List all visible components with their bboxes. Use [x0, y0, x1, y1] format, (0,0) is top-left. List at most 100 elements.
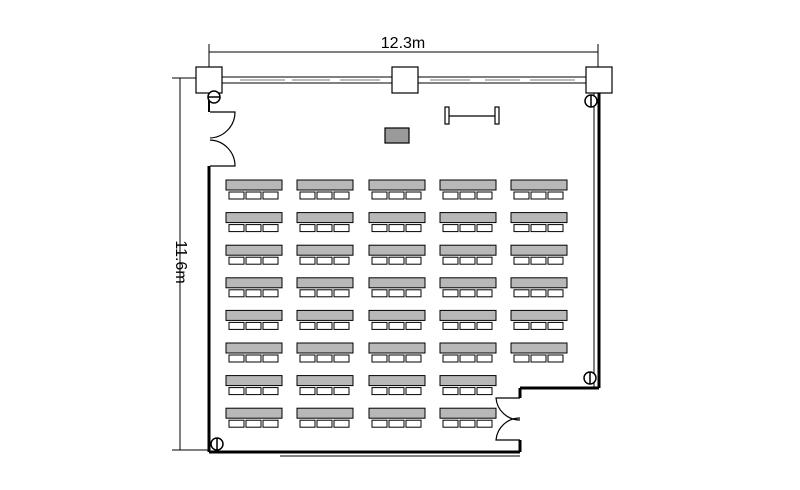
chair [405, 419, 422, 428]
chair [459, 387, 476, 396]
desk [510, 212, 568, 224]
desk [225, 309, 283, 321]
chair [333, 289, 350, 298]
chair [228, 224, 245, 233]
chair [459, 191, 476, 200]
chair [388, 191, 405, 200]
chair [405, 191, 422, 200]
table-row-2-col-1 [225, 212, 283, 233]
round-columns [207, 90, 598, 451]
desk [225, 179, 283, 191]
table-row-7-col-4 [439, 375, 497, 396]
chair [333, 354, 350, 363]
chair [405, 256, 422, 265]
chair [262, 387, 279, 396]
table-row-1-col-1 [225, 179, 283, 200]
desk [296, 212, 354, 224]
desk [368, 342, 426, 354]
seating-area [225, 179, 568, 428]
table-row-5-col-3 [368, 309, 426, 330]
walls [207, 76, 601, 457]
table-row-6-col-3 [368, 342, 426, 363]
desk [510, 244, 568, 256]
whiteboard [444, 106, 500, 125]
desk [510, 179, 568, 191]
desk [439, 212, 497, 224]
chair [476, 191, 493, 200]
desk [439, 309, 497, 321]
chair [245, 224, 262, 233]
desk [368, 407, 426, 419]
desk [296, 277, 354, 289]
desk [225, 342, 283, 354]
table-row-8-col-4 [439, 407, 497, 428]
chair [530, 256, 547, 265]
chair [513, 354, 530, 363]
desk [368, 309, 426, 321]
chair [299, 256, 316, 265]
height-label: 11.6m [172, 240, 189, 283]
chair [442, 419, 459, 428]
chair [530, 224, 547, 233]
chair [371, 289, 388, 298]
chair [476, 289, 493, 298]
table-row-2-col-2 [296, 212, 354, 233]
chair [530, 289, 547, 298]
chair [228, 256, 245, 265]
table-row-1-col-3 [368, 179, 426, 200]
table-row-5-col-1 [225, 309, 283, 330]
desk [510, 309, 568, 321]
chair [228, 191, 245, 200]
desk [510, 277, 568, 289]
table-row-3-col-5 [510, 244, 568, 265]
table-row-1-col-5 [510, 179, 568, 200]
chair [530, 321, 547, 330]
chair [333, 321, 350, 330]
chair [228, 354, 245, 363]
desk [296, 244, 354, 256]
pillar-top-right [585, 66, 613, 94]
door-lower-right[interactable] [495, 397, 521, 441]
chair [316, 191, 333, 200]
chair [476, 387, 493, 396]
chair [299, 289, 316, 298]
pillar-top-center [391, 66, 419, 94]
table-row-3-col-4 [439, 244, 497, 265]
table-row-2-col-3 [368, 212, 426, 233]
chair [262, 419, 279, 428]
chair [442, 256, 459, 265]
chair [371, 419, 388, 428]
chair [459, 354, 476, 363]
chair [371, 321, 388, 330]
chair [530, 191, 547, 200]
table-row-3-col-2 [296, 244, 354, 265]
chair [316, 256, 333, 265]
desk [439, 375, 497, 387]
chair [547, 256, 564, 265]
chair [442, 354, 459, 363]
chair [333, 224, 350, 233]
table-row-8-col-3 [368, 407, 426, 428]
table-row-4-col-2 [296, 277, 354, 298]
chair [513, 321, 530, 330]
chair [299, 387, 316, 396]
chair [333, 191, 350, 200]
desk [368, 244, 426, 256]
chair [245, 387, 262, 396]
chair [262, 289, 279, 298]
chair [442, 191, 459, 200]
door-upper-left[interactable] [208, 111, 236, 167]
desk [296, 309, 354, 321]
table-row-4-col-1 [225, 277, 283, 298]
table-row-7-col-2 [296, 375, 354, 396]
desk [368, 277, 426, 289]
chair [262, 224, 279, 233]
width-dimension [208, 44, 599, 70]
chair [513, 256, 530, 265]
desk [439, 179, 497, 191]
desk [439, 244, 497, 256]
chair [316, 354, 333, 363]
chair [513, 191, 530, 200]
lectern [384, 127, 410, 144]
